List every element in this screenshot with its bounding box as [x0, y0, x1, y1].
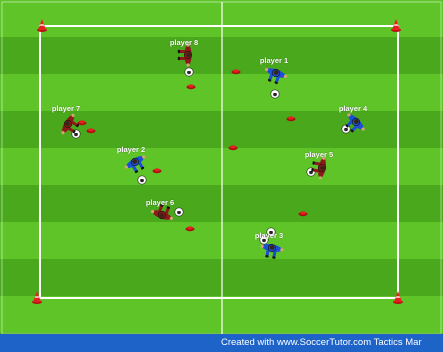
ball-icon: [271, 90, 279, 98]
ball-icon: [175, 208, 183, 216]
ball-icon: [185, 68, 193, 76]
player-label: player 6: [146, 198, 174, 207]
ball-icon: [138, 176, 146, 184]
player-label: player 2: [117, 145, 145, 154]
player-label: player 1: [260, 56, 288, 65]
player-label: player 7: [52, 104, 80, 113]
player-label: player 8: [170, 38, 198, 47]
credit-text: Created with www.SoccerTutor.com Tactics…: [221, 337, 422, 348]
player-label: player 3: [255, 231, 283, 240]
player-label: player 5: [305, 150, 333, 159]
player-label: player 4: [339, 104, 367, 113]
